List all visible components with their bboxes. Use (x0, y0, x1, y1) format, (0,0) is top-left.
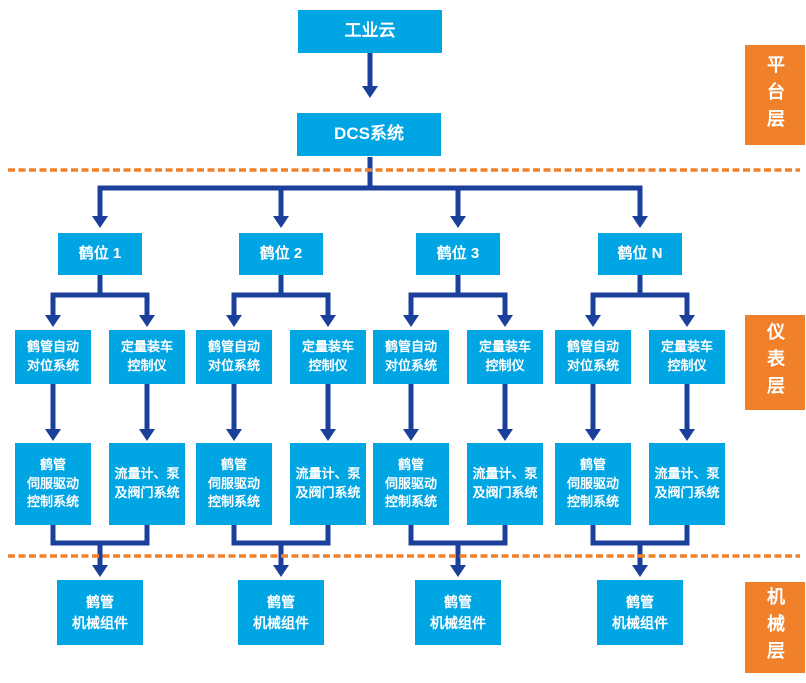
label-instrument-layer: 仪表层 (745, 315, 805, 410)
node-servo-drive-3: 鹤管 伺服驱动 控制系统 (373, 443, 449, 525)
label-platform-layer: 平台层 (745, 45, 805, 145)
node-arm-positioning-2: 鹤管自动 对位系统 (196, 330, 272, 384)
node-arm-positioning-3: 鹤管自动 对位系统 (373, 330, 449, 384)
instrument-down-arrows (45, 384, 695, 441)
node-loading-controller-n: 定量装车 控制仪 (649, 330, 725, 384)
node-station-2: 鹤位 2 (239, 233, 323, 275)
node-loading-controller-3: 定量装车 控制仪 (467, 330, 543, 384)
arrow-cloud-to-dcs (362, 53, 378, 98)
node-flow-pump-valve-3: 流量计、泵 及阀门系统 (467, 443, 543, 525)
label-mechanical-layer: 机械层 (745, 582, 805, 673)
station-split-connectors (45, 275, 695, 327)
node-station-3: 鹤位 3 (416, 233, 500, 275)
node-loading-controller-2: 定量装车 控制仪 (290, 330, 366, 384)
node-dcs-system: DCS系统 (297, 113, 441, 156)
node-servo-drive-2: 鹤管 伺服驱动 控制系统 (196, 443, 272, 525)
node-loading-controller-1: 定量装车 控制仪 (109, 330, 185, 384)
node-servo-drive-n: 鹤管 伺服驱动 控制系统 (555, 443, 631, 525)
node-arm-mechanical-3: 鹤管 机械组件 (415, 580, 501, 645)
merge-to-mechanical-connectors (50, 525, 690, 577)
node-station-1: 鹤位 1 (58, 233, 142, 275)
node-arm-positioning-n: 鹤管自动 对位系统 (555, 330, 631, 384)
node-arm-mechanical-2: 鹤管 机械组件 (238, 580, 324, 645)
dcs-bus-line (97, 157, 643, 191)
node-industrial-cloud: 工业云 (298, 10, 442, 53)
node-arm-mechanical-n: 鹤管 机械组件 (597, 580, 683, 645)
node-flow-pump-valve-1: 流量计、泵 及阀门系统 (109, 443, 185, 525)
node-arm-positioning-1: 鹤管自动 对位系统 (15, 330, 91, 384)
node-station-n: 鹤位 N (598, 233, 682, 275)
node-flow-pump-valve-n: 流量计、泵 及阀门系统 (649, 443, 725, 525)
bus-to-station-arrows (92, 186, 648, 228)
node-arm-mechanical-1: 鹤管 机械组件 (57, 580, 143, 645)
node-flow-pump-valve-2: 流量计、泵 及阀门系统 (290, 443, 366, 525)
node-servo-drive-1: 鹤管 伺服驱动 控制系统 (15, 443, 91, 525)
